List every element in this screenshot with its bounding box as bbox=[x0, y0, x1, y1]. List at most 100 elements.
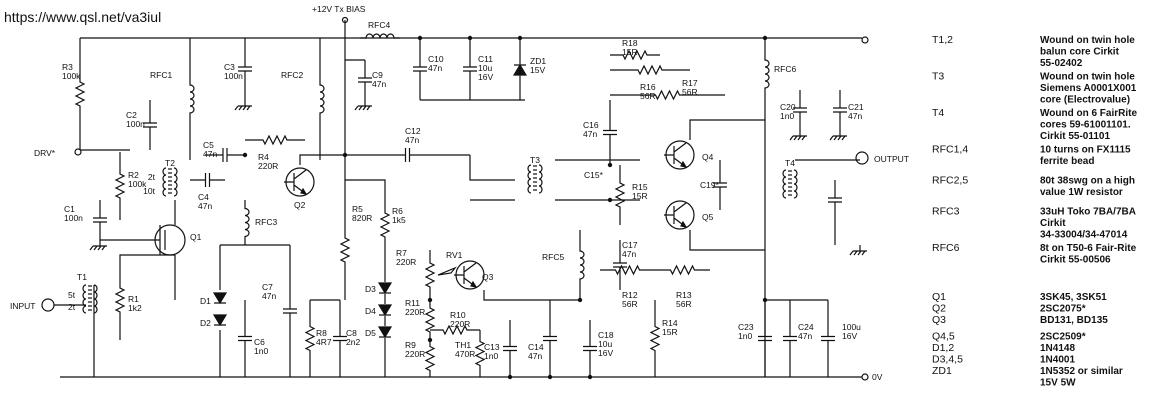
TH1 bbox=[474, 330, 486, 377]
legend-ref-1: T3 bbox=[932, 71, 944, 83]
C10-label: 47n bbox=[428, 63, 442, 73]
R8 bbox=[304, 300, 316, 377]
supply-label: +12V Tx BIAS bbox=[312, 4, 366, 14]
R17-label: R17 bbox=[682, 78, 698, 88]
legend-desc-2: cores 59-61001101. bbox=[1040, 120, 1131, 131]
ground-symbol bbox=[829, 130, 847, 141]
D5 bbox=[377, 326, 393, 339]
C9-label: 47n bbox=[372, 79, 386, 89]
RFC5 bbox=[579, 230, 585, 300]
wire bbox=[219, 244, 290, 290]
C15-label: C15* bbox=[584, 170, 604, 180]
Q5-arrow bbox=[680, 220, 688, 228]
R5-label: R5 bbox=[352, 204, 363, 214]
RFC4-label: RFC4 bbox=[368, 20, 390, 30]
C14-label: 47n bbox=[528, 351, 542, 361]
zero-volt-terminal bbox=[861, 373, 869, 381]
Q3-leads bbox=[454, 262, 477, 288]
part-desc-3: 2SC2509* bbox=[1040, 332, 1086, 343]
R2-label: R2 bbox=[128, 170, 139, 180]
Q4-label: Q4 bbox=[702, 152, 714, 162]
part-ref-0: Q1 bbox=[932, 291, 946, 303]
C17 bbox=[613, 240, 627, 290]
Q1-label: Q1 bbox=[190, 232, 202, 242]
R17 bbox=[610, 89, 725, 101]
T1 bbox=[82, 284, 87, 314]
legend-ref-4: RFC2,5 bbox=[932, 175, 968, 187]
Q4-arrow bbox=[680, 160, 688, 168]
C7-label: 47n bbox=[262, 291, 276, 301]
Q5-label: Q5 bbox=[702, 212, 714, 222]
R11-label: R11 bbox=[405, 298, 420, 308]
R14-label: R14 bbox=[662, 318, 678, 328]
ZD1-label: ZD1 bbox=[530, 56, 546, 66]
part-desc-0: 3SK45, 3SK51 bbox=[1040, 292, 1107, 303]
C14-label: C14 bbox=[528, 342, 544, 352]
C16-label: C16 bbox=[583, 120, 599, 130]
D1 bbox=[212, 292, 228, 305]
R7-label: R7 bbox=[396, 248, 407, 258]
C6-label: C6 bbox=[254, 337, 265, 347]
C1-label: 100n bbox=[64, 213, 83, 223]
legend-desc-3: ferrite bead bbox=[1040, 156, 1094, 167]
C3 bbox=[238, 38, 252, 100]
Q2-label: Q2 bbox=[294, 200, 306, 210]
R18-label: 15R bbox=[622, 47, 638, 57]
C13-label: 1n0 bbox=[484, 351, 498, 361]
T4-label: T4 bbox=[785, 158, 795, 168]
C12-label: C12 bbox=[405, 126, 421, 136]
legend-desc-5: 34-33004/34-47014 bbox=[1040, 230, 1128, 241]
C17-label: C17 bbox=[622, 240, 638, 250]
wire bbox=[299, 38, 346, 220]
C13 bbox=[503, 320, 517, 377]
C10 bbox=[413, 38, 427, 100]
input-label: INPUT bbox=[10, 301, 36, 311]
T2-turns: 2t bbox=[148, 172, 156, 182]
C9 bbox=[358, 60, 372, 100]
T2 bbox=[162, 167, 167, 197]
R2 bbox=[114, 152, 126, 220]
C18-label: C18 bbox=[598, 330, 614, 340]
legend-desc-4: 80t 38swg on a high bbox=[1040, 176, 1135, 187]
wiring bbox=[54, 20, 862, 380]
C10-label: C10 bbox=[428, 54, 444, 64]
C23-label: 1n0 bbox=[738, 331, 752, 341]
part-desc-6: 15V 5W bbox=[1040, 378, 1076, 389]
T2-label: T2 bbox=[165, 158, 175, 168]
wire bbox=[689, 119, 765, 251]
part-desc-5: 1N4001 bbox=[1040, 355, 1075, 366]
part-ref-6: ZD1 bbox=[932, 365, 952, 377]
R9-label: 220R bbox=[405, 349, 425, 359]
R2-label: 100k bbox=[128, 179, 147, 189]
R5-label: 820R bbox=[352, 213, 372, 223]
legend-desc-5: 33uH Toko 7BA/7BA bbox=[1040, 207, 1136, 218]
RFC1-label: RFC1 bbox=[150, 70, 172, 80]
legend-ref-2: T4 bbox=[932, 107, 944, 119]
RFC2 bbox=[319, 38, 325, 160]
R12-label: R12 bbox=[622, 290, 638, 300]
Q3-arrow bbox=[470, 280, 478, 288]
Q1 bbox=[154, 224, 186, 256]
rail-terminal bbox=[861, 36, 869, 44]
legend-desc-0: Wound on twin hole bbox=[1040, 35, 1135, 46]
R15 bbox=[614, 165, 626, 225]
part-ref-4: D1,2 bbox=[932, 342, 954, 354]
R14-label: 15R bbox=[662, 327, 678, 337]
R16 bbox=[610, 64, 690, 76]
C22-output bbox=[828, 180, 842, 220]
part-ref-3: Q4,5 bbox=[932, 331, 955, 343]
RFC1 bbox=[189, 38, 195, 160]
R4-label: 220R bbox=[258, 161, 278, 171]
C7-label: C7 bbox=[262, 282, 273, 292]
D2 bbox=[212, 314, 228, 327]
C4-label: 47n bbox=[198, 201, 212, 211]
R12-label: 56R bbox=[622, 299, 638, 309]
ZD1 bbox=[512, 63, 528, 76]
T3 bbox=[527, 164, 532, 194]
supply-terminal bbox=[341, 16, 349, 24]
C8-label: C8 bbox=[346, 328, 357, 338]
C2-label: C2 bbox=[126, 110, 137, 120]
